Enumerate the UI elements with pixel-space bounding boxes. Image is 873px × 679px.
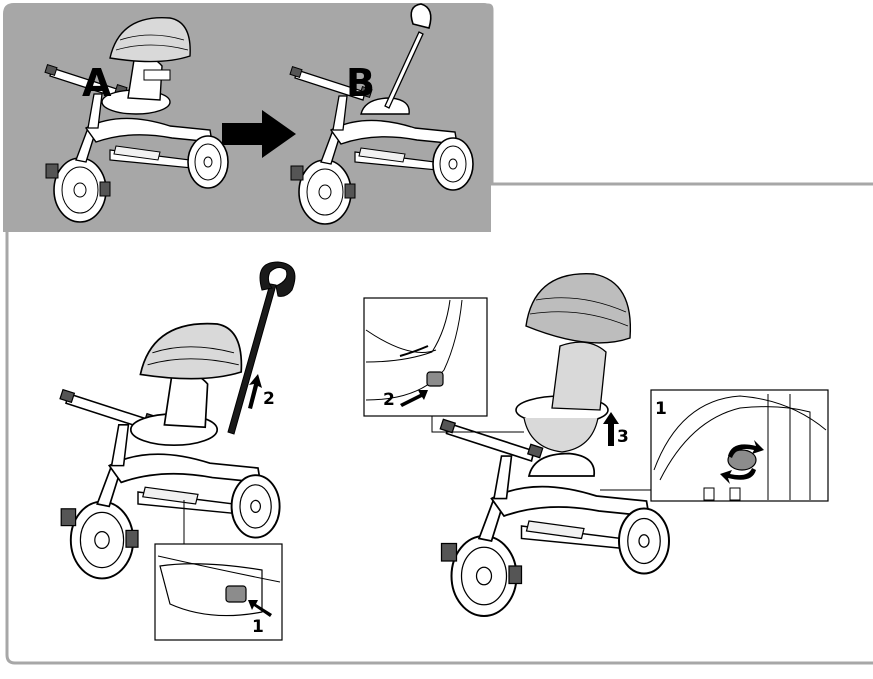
step-1-left-label: 1 [252, 617, 264, 637]
arrow-step-2-left [248, 374, 262, 409]
step-2-left-label: 2 [263, 389, 275, 409]
label-a: A [82, 61, 112, 105]
label-b: B [346, 61, 375, 105]
trike-left-illustration [60, 324, 280, 579]
step-2-right-label: 2 [383, 390, 395, 410]
step-3-label: 3 [617, 427, 629, 447]
step-1-right-label: 1 [655, 399, 667, 419]
